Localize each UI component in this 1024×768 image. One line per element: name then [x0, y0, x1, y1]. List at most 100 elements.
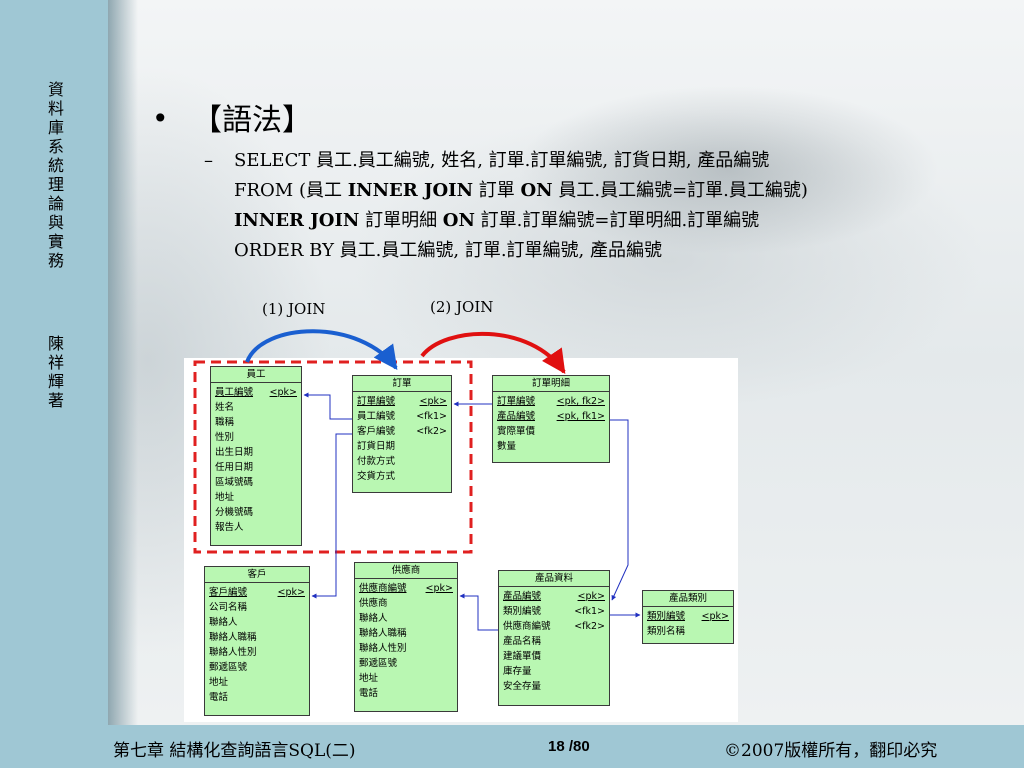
- table-customer: 客戶 客戶編號<pk> 公司名稱聯絡人聯絡人職稱聯絡人性別郵遞區號地址電話: [204, 566, 310, 716]
- sql-text: FROM (員工: [234, 180, 348, 201]
- table-name: 供應商: [355, 563, 457, 579]
- key-field-row: 供應商編號<fk2>: [503, 619, 605, 634]
- key-field-row: 客戶編號<fk2>: [357, 424, 447, 439]
- field-row: 付款方式: [357, 456, 396, 467]
- table-product: 產品資料 產品編號<pk>類別編號<fk1>供應商編號<fk2> 產品名稱建議單價…: [498, 570, 610, 706]
- table-supplier: 供應商 供應商編號<pk>供應商聯絡人聯絡人職稱聯絡人性別郵遞區號地址電話: [354, 562, 458, 712]
- key-field-row: 產品編號 <pk, fk1>: [497, 409, 605, 424]
- footer-copyright: ©2007版權所有，翻印必究: [724, 741, 938, 761]
- table-body: 訂單編號 <pk> 員工編號 <fk1> 客戶編號<fk2> 訂貨日期付款方式交貨方式: [353, 392, 451, 486]
- field-name: 員工編號: [357, 411, 396, 422]
- field-row: 地址: [215, 492, 235, 503]
- field-row: 聯絡人: [359, 613, 388, 624]
- field-row: 報告人: [215, 522, 244, 533]
- field-row: 電話: [209, 692, 229, 703]
- table-name: 產品類別: [643, 591, 733, 607]
- key-field-row: 客戶編號<pk>: [209, 585, 305, 600]
- field-row: 出生日期: [215, 447, 254, 458]
- join1-label: (1) JOIN: [262, 300, 326, 318]
- sql-line-3: INNER JOIN 訂單明細 ON 訂單.訂單編號=訂單明細.訂單編號: [234, 206, 1004, 236]
- field-row: 分機號碼: [215, 507, 254, 518]
- sql-line-1: SELECT 員工.員工編號, 姓名, 訂單.訂單編號, 訂貨日期, 產品編號: [234, 150, 770, 171]
- key-field-row: 訂單編號 <pk, fk2>: [497, 394, 605, 409]
- table-category: 產品類別 類別編號<pk>類別名稱: [642, 590, 734, 644]
- field-row: 區域號碼: [215, 477, 254, 488]
- sql-text: 訂單明細: [359, 210, 443, 231]
- author-name: 陳祥輝著: [48, 334, 65, 410]
- table-employee: 員工 員工編號<pk> 姓名職稱性別出生日期任用日期區域號碼地址分機號碼報告人: [210, 366, 302, 546]
- key-type: <pk>: [577, 591, 605, 602]
- key-type: <fk1>: [416, 411, 447, 422]
- field-name: 供應商編號: [359, 583, 407, 594]
- table-name: 訂單: [353, 376, 451, 392]
- key-type: <pk>: [277, 587, 305, 598]
- key-type: <pk, fk1>: [556, 411, 605, 422]
- field-row: 郵遞區號: [209, 662, 248, 673]
- key-field-row: 產品編號<pk>: [503, 589, 605, 604]
- sql-line-2: FROM (員工 INNER JOIN 訂單 ON 員工.員工編號=訂單.員工編…: [234, 176, 1004, 206]
- field-row: 公司名稱: [209, 602, 248, 613]
- field-row: 郵遞區號: [359, 658, 398, 669]
- field-row: 聯絡人: [209, 617, 238, 628]
- field-name: 訂單編號: [497, 396, 536, 407]
- key-field-row: 員工編號<pk>: [215, 385, 297, 400]
- field-row: 數量: [497, 441, 517, 452]
- field-row: 產品名稱: [503, 636, 542, 647]
- key-type: <pk>: [701, 611, 729, 622]
- field-name: 員工編號: [215, 387, 254, 398]
- field-row: 任用日期: [215, 462, 254, 473]
- slide-heading: 【語法】: [192, 103, 312, 138]
- sql-keyword: ON: [442, 210, 475, 231]
- sql-keyword: ON: [520, 180, 553, 201]
- field-row: 職稱: [215, 417, 235, 428]
- table-name: 產品資料: [499, 571, 609, 587]
- key-type: <fk2>: [574, 621, 605, 632]
- field-row: 地址: [359, 673, 379, 684]
- table-name: 員工: [211, 367, 301, 383]
- field-row: 地址: [209, 677, 229, 688]
- sql-line-4: ORDER BY 員工.員工編號, 訂單.訂單編號, 產品編號: [234, 240, 662, 261]
- field-row: 訂貨日期: [357, 441, 396, 452]
- field-row: 建議單價: [503, 651, 542, 662]
- key-field-row: 供應商編號 <pk>: [359, 581, 453, 596]
- key-type: <pk>: [425, 583, 453, 594]
- field-name: 類別編號: [647, 611, 686, 622]
- bullet-marker: •: [152, 102, 169, 135]
- background-shade: [108, 0, 138, 725]
- course-title: 資料庫系統理論與實務: [48, 80, 65, 270]
- sql-statement: SELECT 員工.員工編號, 姓名, 訂單.訂單編號, 訂貨日期, 產品編號 …: [234, 146, 1004, 266]
- field-row: 交貨方式: [357, 471, 396, 482]
- sql-text: 訂單.訂單編號=訂單明細.訂單編號: [474, 210, 760, 231]
- table-name: 客戶: [205, 567, 309, 583]
- field-name: 客戶編號: [357, 426, 396, 437]
- field-row: 安全存量: [503, 681, 542, 692]
- sidebar-band: [0, 0, 108, 768]
- field-row: 聯絡人性別: [209, 647, 257, 658]
- table-body: 訂單編號 <pk, fk2> 產品編號 <pk, fk1> 實際單價數量: [493, 392, 609, 456]
- field-row: 姓名: [215, 402, 235, 413]
- table-body: 員工編號<pk> 姓名職稱性別出生日期任用日期區域號碼地址分機號碼報告人: [211, 383, 301, 537]
- key-type: <pk, fk2>: [556, 396, 605, 407]
- field-row: 實際單價: [497, 426, 536, 437]
- key-field-row: 類別編號 <pk>: [647, 609, 729, 624]
- table-body: 產品編號<pk>類別編號<fk1>供應商編號<fk2> 產品名稱建議單價庫存量安全…: [499, 587, 609, 696]
- field-row: 庫存量: [503, 666, 532, 677]
- field-row: 聯絡人職稱: [209, 632, 257, 643]
- field-name: 訂單編號: [357, 396, 396, 407]
- dash-marker: –: [204, 150, 213, 171]
- sql-keyword: INNER JOIN: [234, 210, 360, 231]
- table-order-detail: 訂單明細 訂單編號 <pk, fk2> 產品編號 <pk, fk1> 實際單價數量: [492, 375, 610, 463]
- field-row: 聯絡人性別: [359, 643, 407, 654]
- sql-text: 訂單: [473, 180, 521, 201]
- field-name: 產品編號: [497, 411, 536, 422]
- join2-label: (2) JOIN: [430, 298, 494, 316]
- field-row: 性別: [215, 432, 235, 443]
- table-name: 訂單明細: [493, 376, 609, 392]
- key-type: <pk>: [419, 396, 447, 407]
- footer-page-number: 18 /80: [548, 738, 590, 755]
- key-field-row: 類別編號<fk1>: [503, 604, 605, 619]
- field-row: 電話: [359, 688, 379, 699]
- table-body: 類別編號<pk>類別名稱: [643, 607, 733, 641]
- field-row: 供應商: [359, 598, 388, 609]
- footer-chapter: 第七章 結構化查詢語言SQL(二): [113, 741, 356, 761]
